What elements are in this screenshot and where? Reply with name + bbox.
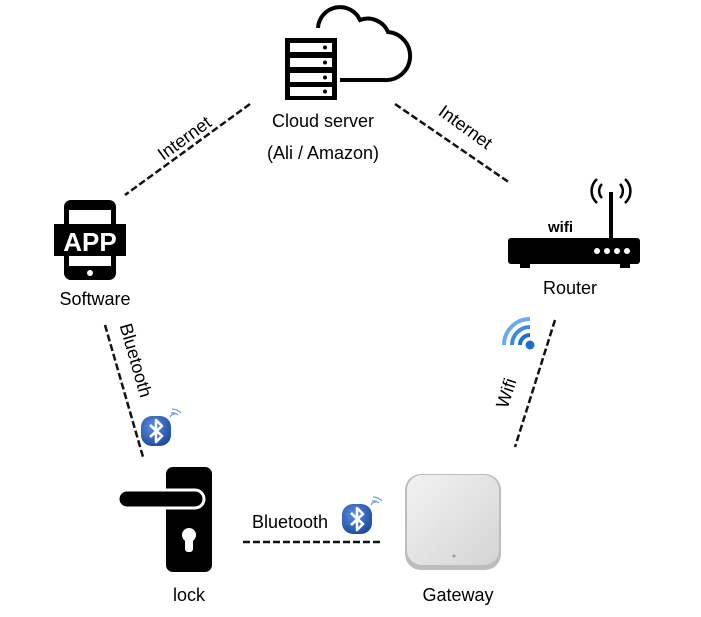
gateway-label: Gateway bbox=[422, 585, 493, 605]
link-label-router-gateway: Wifi bbox=[492, 376, 520, 411]
link-router-gateway bbox=[513, 319, 557, 448]
link-label-software-lock: Bluetooth bbox=[116, 321, 156, 400]
cloud-server-icon bbox=[285, 5, 413, 100]
link-software-cloud bbox=[124, 102, 251, 197]
link-label-lock-gateway: Bluetooth bbox=[252, 512, 328, 532]
bluetooth-icon bbox=[139, 407, 183, 448]
app-icon-text: APP bbox=[63, 227, 116, 257]
software-label: Software bbox=[59, 289, 130, 309]
cloud-server-sublabel: (Ali / Amazon) bbox=[267, 143, 379, 163]
wifi-icon bbox=[502, 317, 535, 350]
router-label: Router bbox=[543, 278, 597, 298]
bluetooth-icon bbox=[340, 495, 384, 536]
phone-app-icon: APP bbox=[54, 200, 126, 280]
link-label-software-cloud: Internet bbox=[154, 112, 215, 164]
router-wifi-text: wifi bbox=[547, 219, 573, 236]
lock-label: lock bbox=[173, 585, 206, 605]
link-software-lock bbox=[103, 324, 145, 458]
link-label-cloud-router: Internet bbox=[435, 101, 496, 153]
gateway-device-icon bbox=[405, 474, 501, 570]
link-cloud-router bbox=[394, 102, 511, 185]
router-icon: wifi bbox=[508, 178, 640, 268]
door-lock-icon bbox=[116, 467, 212, 572]
cloud-server-label: Cloud server bbox=[272, 111, 374, 131]
